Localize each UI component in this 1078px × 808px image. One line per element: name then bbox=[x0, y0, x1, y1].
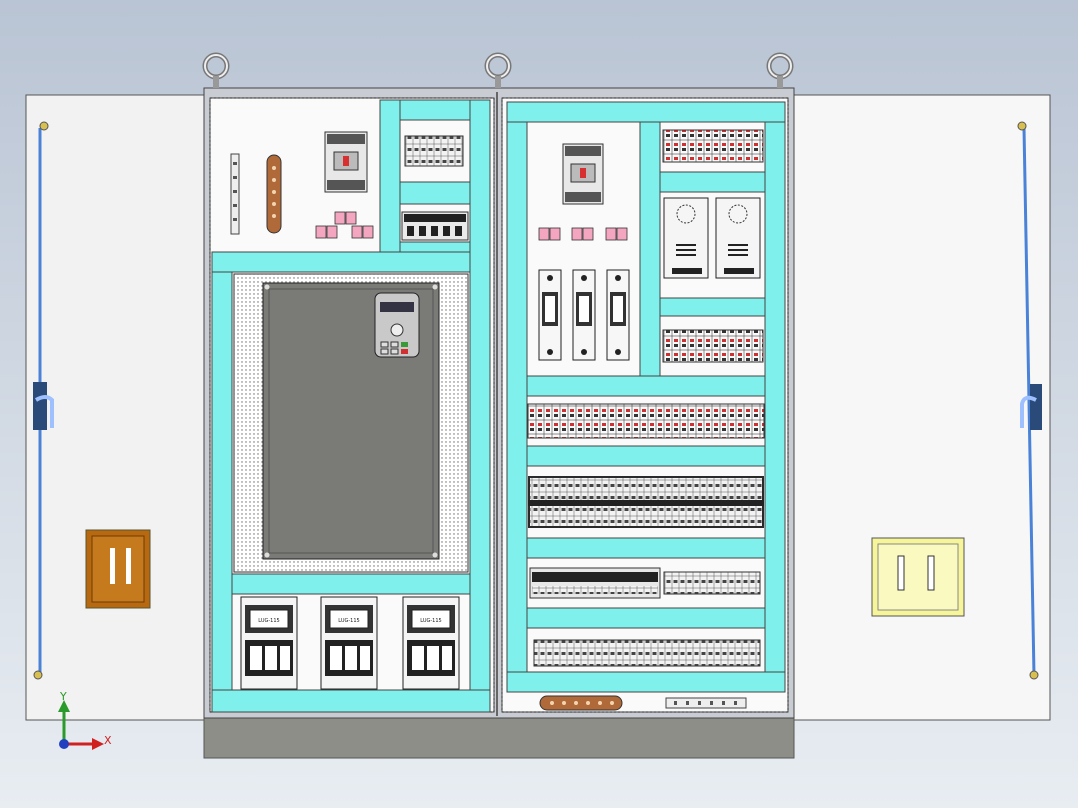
contactor-1: LUG-115 bbox=[240, 596, 298, 690]
contactor-3: LUG-115 bbox=[402, 596, 460, 690]
trunking bbox=[659, 171, 766, 193]
terminal-block-row bbox=[529, 567, 661, 599]
main-circuit-breaker bbox=[324, 131, 368, 193]
right-door bbox=[791, 94, 1051, 721]
mcb-row bbox=[662, 129, 764, 163]
mcb-row bbox=[404, 135, 464, 167]
terminal-strip-row bbox=[533, 639, 761, 667]
right-door-handle bbox=[1030, 384, 1042, 430]
fuse-holder-row bbox=[538, 269, 630, 361]
trunking bbox=[659, 297, 766, 317]
trunking bbox=[526, 445, 766, 467]
vfd-drive bbox=[233, 273, 469, 573]
trunking bbox=[526, 375, 766, 397]
left-door-handle bbox=[33, 382, 47, 430]
right-door-lock-rod bbox=[1022, 127, 1036, 676]
left-door bbox=[25, 94, 205, 721]
trunking bbox=[379, 99, 401, 253]
contactor-label: LUG-115 bbox=[258, 618, 279, 624]
relay-module-row bbox=[528, 476, 764, 528]
mcb-row bbox=[662, 329, 764, 363]
terminal-block-row bbox=[401, 211, 469, 241]
contactor-label: LUG-115 bbox=[420, 618, 441, 624]
right-section bbox=[501, 97, 789, 713]
trunking bbox=[399, 99, 471, 121]
trunking bbox=[506, 101, 786, 123]
secondary-circuit-breaker bbox=[562, 143, 604, 205]
contactor-label: LUG-115 bbox=[338, 618, 359, 624]
trunking bbox=[399, 241, 471, 253]
trunking bbox=[211, 689, 491, 713]
terminal-strip-row bbox=[663, 571, 761, 595]
trunking bbox=[526, 607, 766, 629]
lifting-eye-left bbox=[202, 52, 230, 88]
triad-y-label: Y bbox=[59, 690, 67, 703]
copper-busbar bbox=[266, 154, 282, 234]
terminal-strip-row bbox=[527, 403, 765, 439]
terminal-strip bbox=[230, 153, 240, 235]
copper-busbar bbox=[539, 695, 623, 711]
lifting-eye-center bbox=[484, 52, 512, 88]
left-section: LUG-115 LUG-115 LUG-115 bbox=[209, 97, 495, 713]
trunking bbox=[211, 271, 233, 691]
power-supply-2 bbox=[715, 197, 761, 279]
trunking bbox=[506, 121, 528, 673]
power-supply-1 bbox=[663, 197, 709, 279]
trunking bbox=[506, 671, 786, 693]
trunking bbox=[526, 537, 766, 559]
trunking bbox=[231, 573, 471, 595]
trunking bbox=[211, 251, 491, 273]
lifting-eye-right bbox=[766, 52, 794, 88]
left-door-document-pocket bbox=[85, 529, 151, 609]
right-door-document-pocket bbox=[871, 537, 965, 617]
trunking bbox=[639, 121, 661, 377]
terminal-strip bbox=[665, 697, 747, 709]
relay-group bbox=[315, 211, 374, 239]
trunking bbox=[469, 99, 491, 691]
cabinet-plinth bbox=[203, 715, 795, 759]
coordinate-triad: Y X bbox=[58, 690, 112, 750]
relay-group bbox=[538, 227, 628, 241]
triad-x-label: X bbox=[104, 734, 112, 747]
trunking bbox=[764, 121, 786, 673]
contactor-2: LUG-115 bbox=[320, 596, 378, 690]
vfd-keypad bbox=[374, 292, 420, 358]
trunking bbox=[399, 181, 471, 205]
